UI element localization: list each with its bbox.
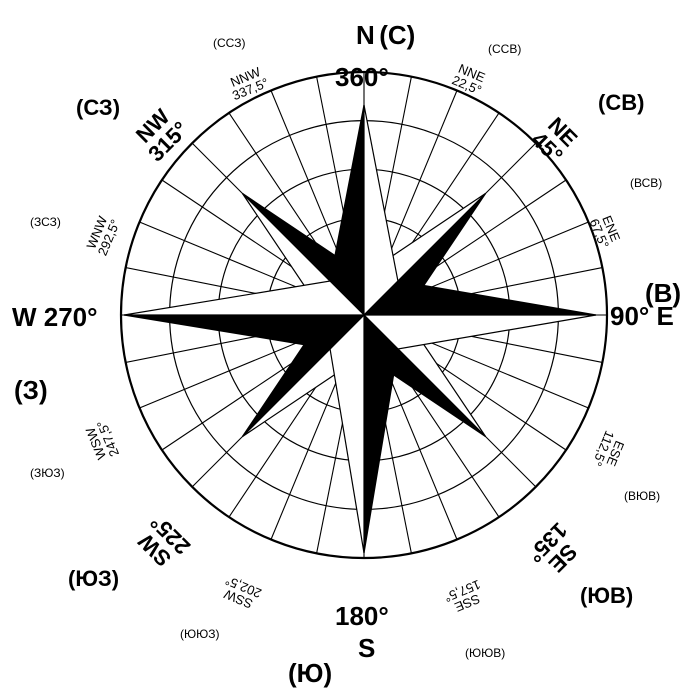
north-label: N (С) [356,22,415,48]
north-letter: N [356,20,375,50]
wnw-ru: (ЗСЗ) [30,215,61,229]
north-ru: (С) [379,20,416,50]
ese-ru: (ВЮВ) [624,489,661,503]
west-label: W 270° [12,302,98,332]
star-point-half [362,314,597,350]
south-letter: S [358,633,376,663]
north-degree: 360° [335,62,389,92]
star-point-half [329,104,365,317]
star-point-half [123,314,366,350]
nnw-ru: (ССЗ) [213,36,246,50]
sse-ru: (ЮЮВ) [465,646,506,660]
wsw-ru: (ЗЮЗ) [30,466,65,480]
star-point-half [363,104,399,317]
east-ru: (В) [645,278,682,308]
west-ru: (З) [14,375,48,405]
east-label: 90° E [610,301,674,331]
sw-ru: (ЮЗ) [68,566,120,591]
star-point-half [123,280,366,316]
south-ru: (Ю) [288,658,333,688]
ene-ru: (ВСВ) [630,176,663,190]
se-ru: (ЮВ) [580,583,634,608]
south-degree: 180° [335,601,389,631]
nw-ru: (СЗ) [76,95,121,120]
compass-star [123,104,597,554]
ssw-ru: (ЮЮЗ) [180,627,220,641]
ne-ru: (СВ) [598,90,645,115]
star-point-half [329,313,365,554]
star-point-half [362,280,597,316]
nne-ru: (ССВ) [488,42,522,56]
star-point-half [363,313,399,554]
